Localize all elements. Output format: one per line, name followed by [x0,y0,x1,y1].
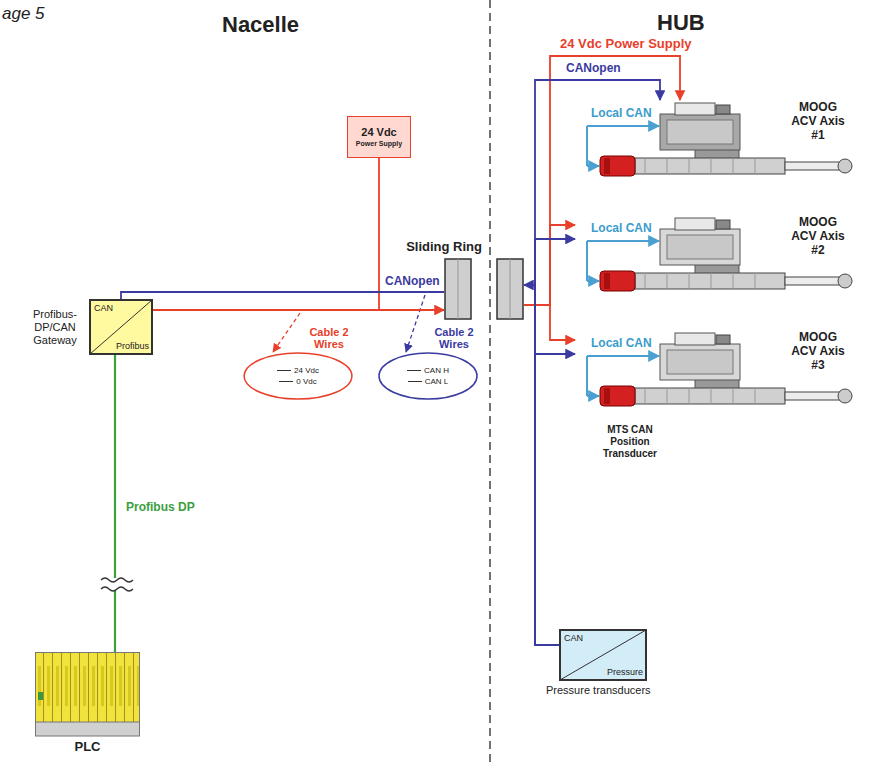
wire-row: CAN H [407,365,449,376]
wire-stroke [277,370,291,371]
box-label: Profibus [116,341,149,351]
wire-name: CAN H [424,365,449,376]
leader-line [273,313,300,352]
region-title: Nacelle [222,12,299,38]
box-label: CAN [564,633,583,643]
wire-name: 0 Vdc [296,376,316,387]
power-line [524,225,575,305]
figure-number: age 5 [2,4,45,24]
bus-name: Local CAN [591,336,652,350]
callout-heading: Cable 2 Wires [432,326,476,350]
power-line [524,305,575,340]
pressure-transducer-box: CANPressurePressure transducers [560,630,646,680]
wire-name: CAN L [425,376,449,387]
box-title: 24 Vdc [361,125,396,139]
box-label: CAN [94,303,113,313]
part-name: MOOG ACV Axis #3 [791,330,845,372]
wire-stroke [407,370,421,371]
cable-ellipse: Cable 2 Wires24 Vdc0 Vdc [243,352,353,400]
line-break-gap [100,578,132,590]
connector-label: CANopen [385,274,440,288]
ellipse-content: 24 Vdc0 Vdc [243,352,353,400]
wire-stroke [408,381,422,382]
part-name: MOOG ACV Axis #2 [791,215,845,257]
box-label: Pressure [607,667,643,677]
can-bus-line [121,292,444,300]
ellipse-content: CAN HCAN L [378,352,478,400]
part-name: Sliding Ring [406,239,482,254]
line-break-mark [101,587,133,591]
connector-label: 24 Vdc Power Supply [560,36,692,51]
connector-label: CANopen [566,61,621,75]
can-bus-line [535,239,575,645]
cable-ellipse: Cable 2 WiresCAN HCAN L [378,352,478,400]
wire-row: 24 Vdc [277,365,319,376]
plc-rack: PLC [35,652,140,736]
slip-ring-blocks [444,258,524,320]
leader-line [406,295,425,352]
box-subtitle: Power Supply [356,139,402,149]
connector-label: Profibus DP [126,500,195,514]
power-supply-box: 24 VdcPower Supply [347,116,411,158]
part-name: MOOG ACV Axis #1 [791,100,845,142]
box-heading: Pressure transducers [546,684,651,696]
ellipse-outline [378,352,478,400]
part-name: PLC [35,739,140,754]
can-bus-line [524,285,560,645]
gateway-box: CANProfibusProfibus- DP/CAN Gateway [90,300,152,354]
power-line [524,56,680,305]
wire-row: CAN L [408,376,449,387]
wire-stroke [279,381,293,382]
region-title: HUB [657,10,705,36]
wire-row: 0 Vdc [279,376,316,387]
region-divider [489,0,491,767]
bus-name: Local CAN [591,221,652,235]
wire-name: 24 Vdc [294,365,319,376]
sliding-ring: Sliding Ring [444,258,524,320]
part-name: MTS CAN Position Transducer [594,424,666,460]
plc-illustration [35,652,140,736]
callout-heading: Cable 2 Wires [307,326,351,350]
line-break-mark [101,578,133,582]
power-line [152,309,444,311]
bus-name: Local CAN [591,106,652,120]
fieldbus-line [114,354,116,652]
ellipse-outline [243,352,353,400]
power-line [379,158,444,310]
box-heading: Profibus- DP/CAN Gateway [24,308,86,347]
can-bus-line [535,354,575,645]
